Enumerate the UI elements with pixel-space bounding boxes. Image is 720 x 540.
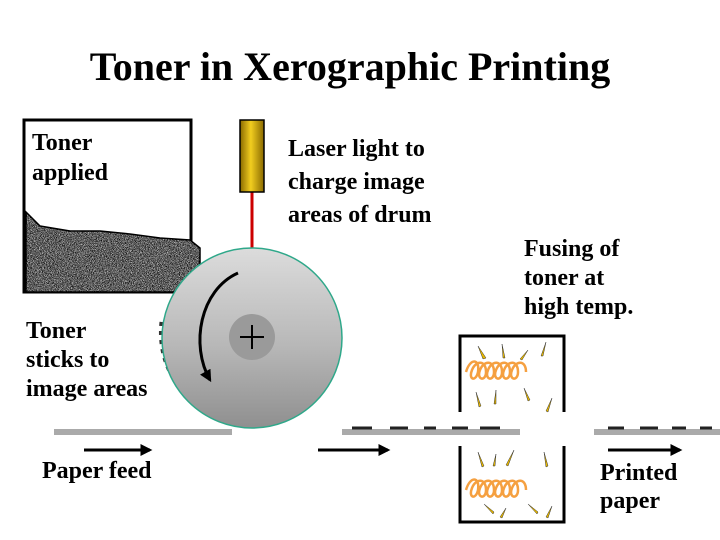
fused-toner-bottom [464, 478, 528, 498]
paper-feed-label: Paper feed [42, 458, 152, 484]
drum [161, 247, 343, 429]
toner-applied-label: Toner applied [32, 130, 109, 186]
heat-particles-top [475, 341, 553, 413]
fusing-label: Fusing of toner at high temp. [524, 236, 633, 320]
printed-paper-label: Printed paper [600, 460, 683, 514]
page-title: Toner in Xerographic Printing [90, 44, 610, 89]
paper-path [54, 426, 720, 435]
fused-toner-top [464, 360, 528, 380]
toner-sticks-label: Toner sticks to image areas [26, 318, 148, 402]
toner-hopper [22, 118, 201, 294]
heat-particles-bottom [477, 449, 553, 519]
fuser [458, 334, 566, 524]
plus-icon [240, 325, 264, 349]
curved-arrow-icon [198, 271, 239, 383]
laser-source [239, 119, 265, 250]
laser-label: Laser light to charge image areas of dru… [288, 136, 432, 228]
